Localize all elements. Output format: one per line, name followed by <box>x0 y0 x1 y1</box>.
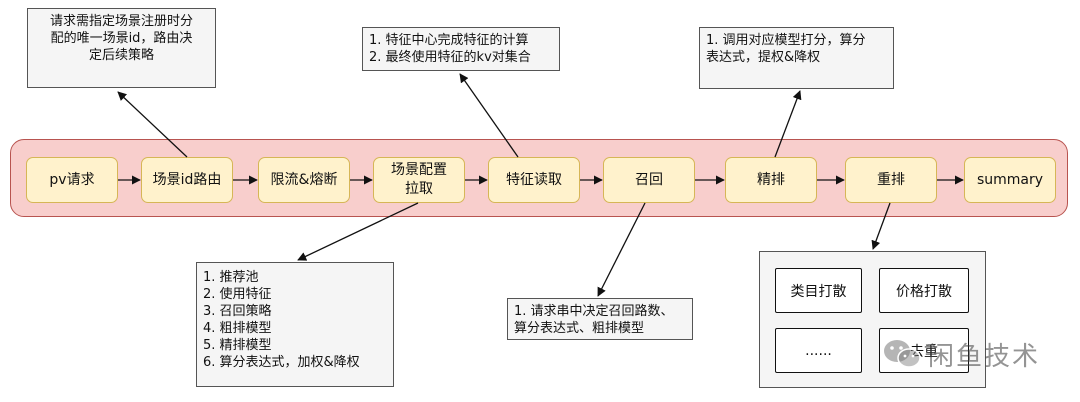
step-summary: summary <box>964 157 1056 203</box>
annotation-arrow <box>871 202 891 250</box>
step-label: 重排 <box>877 171 905 188</box>
step-rerank: 重排 <box>845 157 937 203</box>
note-recall: 1. 请求串中决定召回路数、 算分表达式、粗排模型 <box>507 298 693 340</box>
step-pv-request: pv请求 <box>26 157 118 203</box>
note-routing: 请求需指定场景注册时分 配的唯一场景id，路由决 定后续策略 <box>27 8 216 88</box>
step-label: 场景id路由 <box>152 171 222 188</box>
annotation-arrow <box>459 73 519 158</box>
step-label: summary <box>976 171 1044 188</box>
rerank-item-category-scatter: 类目打散 <box>775 268 862 313</box>
wechat-icon <box>882 337 922 371</box>
annotation-arrow <box>297 202 419 261</box>
annotation-arrow <box>117 91 188 158</box>
step-label: 特征读取 <box>506 171 562 188</box>
step-fine-ranking: 精排 <box>725 157 817 203</box>
step-recall: 召回 <box>603 157 695 203</box>
note-ranking: 1. 调用对应模型打分，算分 表达式，提权&降权 <box>699 27 894 89</box>
step-feature-read: 特征读取 <box>488 157 580 203</box>
watermark-text: 闲鱼技术 <box>928 341 1041 372</box>
step-scene-routing: 场景id路由 <box>141 157 233 203</box>
step-rate-limit: 限流&熔断 <box>258 157 350 203</box>
watermark: 闲鱼技术 <box>882 330 1062 378</box>
note-config: 1. 推荐池 2. 使用特征 3. 召回策略 4. 粗排模型 5. 精排模型 6… <box>196 262 394 387</box>
step-label: pv请求 <box>49 171 95 188</box>
note-feature: 1. 特征中心完成特征的计算 2. 最终使用特征的kv对集合 <box>362 27 560 71</box>
step-label: 精排 <box>757 171 785 188</box>
rerank-item-price-scatter: 价格打散 <box>879 268 969 313</box>
annotation-arrow <box>597 202 646 297</box>
step-label: 场景配置 拉取 <box>391 162 447 197</box>
rerank-item-more: ...... <box>775 328 862 373</box>
rerank-item-dedup: 去重 <box>879 328 969 373</box>
step-label: 限流&熔断 <box>270 171 338 188</box>
step-scene-config: 场景配置 拉取 <box>373 157 465 203</box>
step-label: 召回 <box>635 171 663 188</box>
annotation-arrow <box>774 90 802 158</box>
